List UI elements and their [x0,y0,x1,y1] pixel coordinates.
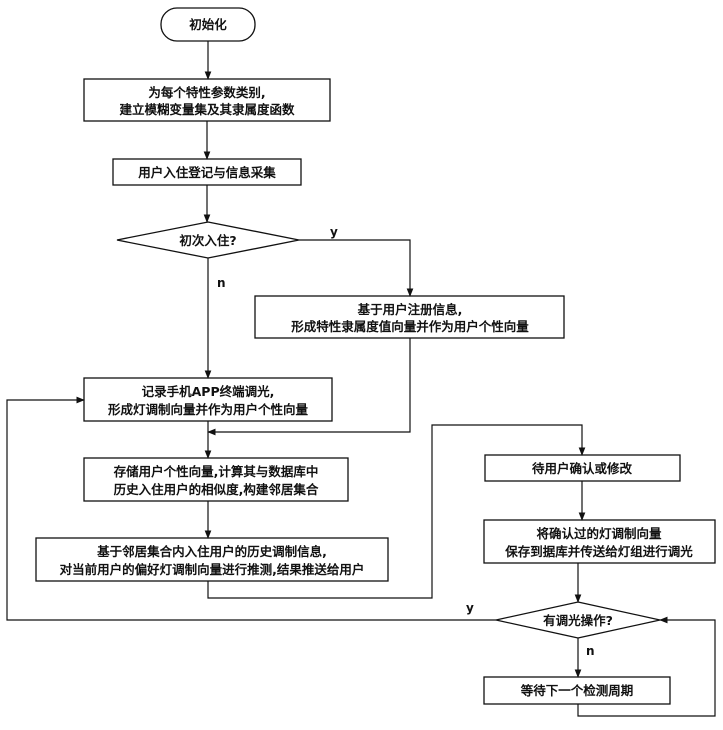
arrow-decision-yes-to-registration [299,240,410,296]
save-and-dim-box: 将确认过的灯调制向量 保存到据库并传送给灯组进行调光 [484,520,715,563]
preference-prediction-box: 基于邻居集合内入住用户的历史调制信息, 对当前用户的偏好灯调制向量进行推测,结果… [36,538,388,581]
similarity-neighbors-line-2: 历史入住用户的相似度,构建邻居集合 [114,482,319,497]
first-stay-decision: 初次入住? [117,222,299,258]
save-and-dim-line-1: 将确认过的灯调制向量 [536,526,662,541]
registration-vector-line-2: 形成特性隶属度值向量并作为用户个性向量 [291,319,529,334]
first-stay-yes-label: y [330,225,338,239]
first-stay-no-label: n [217,276,226,290]
dimming-operation-decision: 有调光操作? [496,602,660,638]
arrow-decision-yes-to-app-record [7,400,496,620]
start-label: 初始化 [189,17,227,32]
dimming-no-label: n [586,644,595,658]
checkin-collect-box: 用户入住登记与信息采集 [113,159,301,185]
init-fuzzy-sets-line-2: 建立模糊变量集及其隶属度函数 [119,102,295,117]
app-dimming-record-line-1: 记录手机APP终端调光, [142,384,275,399]
init-fuzzy-sets-box: 为每个特性参数类别, 建立模糊变量集及其隶属度函数 [84,79,330,121]
preference-prediction-line-1: 基于邻居集合内入住用户的历史调制信息, [96,544,327,559]
preference-prediction-line-2: 对当前用户的偏好灯调制向量进行推测,结果推送给用户 [60,562,365,577]
app-dimming-record-box: 记录手机APP终端调光, 形成灯调制向量并作为用户个性向量 [84,378,332,421]
first-stay-decision-label: 初次入住? [179,233,236,248]
start-node: 初始化 [161,8,255,41]
dimming-yes-label: y [466,601,474,615]
registration-vector-box: 基于用户注册信息, 形成特性隶属度值向量并作为用户个性向量 [255,296,564,338]
init-fuzzy-sets-line-1: 为每个特性参数类别, [148,85,265,100]
wait-next-cycle-box: 等待下一个检测周期 [484,677,670,704]
checkin-collect-label: 用户入住登记与信息采集 [137,165,276,180]
user-confirm-label: 待用户确认或修改 [532,461,633,476]
registration-vector-line-1: 基于用户注册信息, [357,302,463,317]
similarity-neighbors-line-1: 存储用户个性向量,计算其与数据库中 [113,464,319,479]
save-and-dim-line-2: 保存到据库并传送给灯组进行调光 [504,544,693,559]
user-confirm-box: 待用户确认或修改 [485,455,680,481]
app-dimming-record-line-2: 形成灯调制向量并作为用户个性向量 [108,402,309,417]
dimming-operation-decision-label: 有调光操作? [543,613,613,628]
similarity-neighbors-box: 存储用户个性向量,计算其与数据库中 历史入住用户的相似度,构建邻居集合 [84,458,348,501]
wait-next-cycle-label: 等待下一个检测周期 [520,683,634,698]
